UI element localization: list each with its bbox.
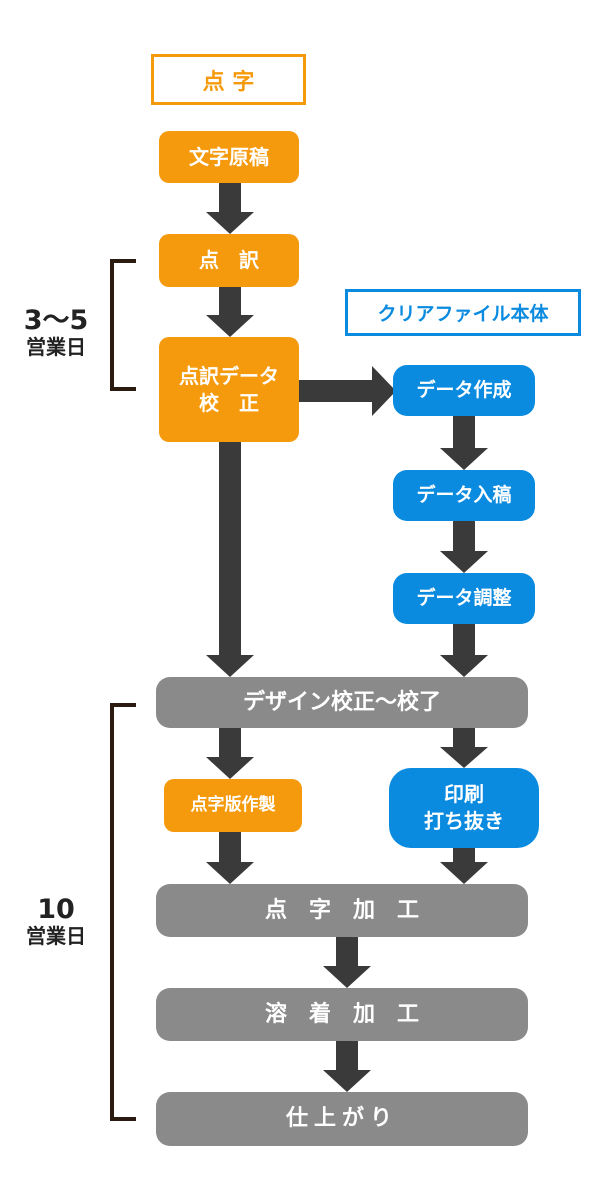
duration-3to5-unit: 営業日 — [26, 335, 86, 360]
step-data-adjust: データ調整 — [393, 573, 535, 624]
arrow-weld-to-finish — [323, 1041, 371, 1092]
step-plate: 点字版作製 — [164, 779, 302, 832]
arrow-plate-to-braille-process — [206, 832, 254, 884]
step-translation: 点 訳 — [159, 234, 299, 287]
arrow-braille-to-weld — [323, 937, 371, 988]
step-braille-process: 点 字 加 工 — [156, 884, 528, 937]
step-weld-process: 溶 着 加 工 — [156, 988, 528, 1041]
step-braille-process-label: 点 字 加 工 — [264, 897, 419, 923]
arrow-create-to-submit — [440, 416, 488, 470]
arrow-design-to-plate — [206, 728, 254, 779]
duration-10-unit: 営業日 — [26, 924, 86, 949]
step-data-create: データ作成 — [393, 365, 535, 416]
duration-10-days: 10 — [37, 894, 75, 925]
step-design-proof-label: デザイン校正〜校了 — [242, 689, 441, 715]
arrow-translation-to-proof — [206, 287, 254, 337]
header-braille-label: 点 字 — [202, 69, 255, 95]
step-data-submit: データ入稿 — [393, 470, 535, 521]
arrow-proof-to-data-create — [299, 366, 396, 416]
arrow-adjust-to-design — [440, 624, 488, 677]
step-finish-label: 仕上がり — [285, 1106, 398, 1132]
step-data-create-label: データ作成 — [416, 378, 512, 401]
arrow-print-to-braille-process — [440, 848, 488, 884]
duration-10: 10 営業日 — [12, 894, 100, 948]
step-manuscript: 文字原稿 — [159, 131, 299, 183]
duration-3to5-days: 3〜5 — [23, 305, 89, 336]
step-print-cut-label: 印刷 打ち抜き — [424, 782, 504, 833]
step-print-cut: 印刷 打ち抜き — [389, 768, 539, 848]
step-plate-label: 点字版作製 — [190, 795, 276, 816]
step-manuscript-label: 文字原稿 — [189, 144, 269, 169]
header-clear-file-label: クリアファイル本体 — [377, 303, 549, 325]
step-data-submit-label: データ入稿 — [416, 483, 512, 506]
step-data-adjust-label: データ調整 — [416, 586, 512, 609]
arrow-proof-to-design — [206, 442, 254, 677]
step-translation-label: 点 訳 — [199, 248, 259, 272]
header-clear-file: クリアファイル本体 — [345, 289, 581, 336]
duration-3to5: 3〜5 営業日 — [12, 305, 100, 359]
arrow-submit-to-adjust — [440, 521, 488, 573]
step-weld-process-label: 溶 着 加 工 — [264, 1001, 419, 1027]
header-braille: 点 字 — [151, 54, 306, 105]
step-finish: 仕上がり — [156, 1092, 528, 1146]
step-design-proof: デザイン校正〜校了 — [156, 677, 528, 728]
arrow-design-to-print — [440, 728, 488, 768]
step-proof-label: 点訳データ 校 正 — [179, 363, 279, 415]
bracket-3to5-days — [110, 259, 136, 391]
step-proof: 点訳データ 校 正 — [159, 337, 299, 442]
arrow-manuscript-to-translation — [206, 183, 254, 234]
bracket-10-days — [110, 703, 136, 1121]
